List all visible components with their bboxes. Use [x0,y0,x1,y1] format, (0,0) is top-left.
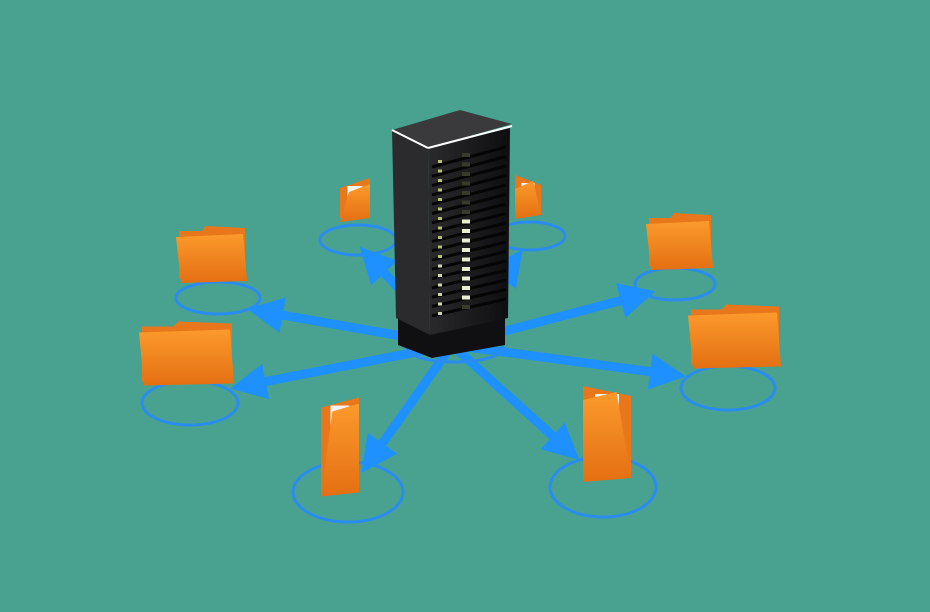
server-tower-icon [391,110,513,358]
status-light [438,198,442,201]
status-light [438,188,442,192]
node-ring [318,223,398,257]
status-light [438,160,442,163]
node-ring [633,266,717,302]
folder-icon [340,178,370,222]
status-light [462,286,470,290]
status-light [462,267,470,271]
folders [139,175,781,497]
status-light [462,153,470,157]
status-light [438,312,442,315]
status-light [462,172,470,176]
status-light [462,248,470,252]
status-light [438,217,442,220]
status-light [462,162,470,167]
status-light [438,207,442,211]
connection-arrow [451,340,686,390]
status-light [438,255,442,258]
folder-icon [583,386,631,482]
status-light [438,179,442,182]
status-light [462,276,470,281]
server-drive-bays [431,145,507,318]
status-light [438,169,442,173]
status-light [462,200,470,205]
status-light [438,226,442,230]
status-light [438,283,442,287]
status-light [462,191,470,195]
node-ring [174,280,262,316]
node-ring [679,364,777,412]
folder-icon [139,321,234,386]
status-light [438,245,442,249]
status-light [438,274,442,277]
status-light [438,293,442,296]
folder-icon [176,226,247,283]
folder-icon [688,304,781,369]
status-light [462,210,470,214]
status-light [438,264,442,268]
status-light [462,305,470,309]
status-light [462,238,470,243]
folder-icon [321,397,359,497]
status-light [438,236,442,239]
status-light [462,295,470,300]
folder-icon [646,213,713,270]
status-light [462,229,470,233]
status-light [462,181,470,186]
folder-icon [515,175,541,219]
status-light [438,302,442,306]
node-ring [140,379,240,427]
connection-arrow [361,342,456,473]
status-light [462,219,470,224]
status-light [462,257,470,262]
